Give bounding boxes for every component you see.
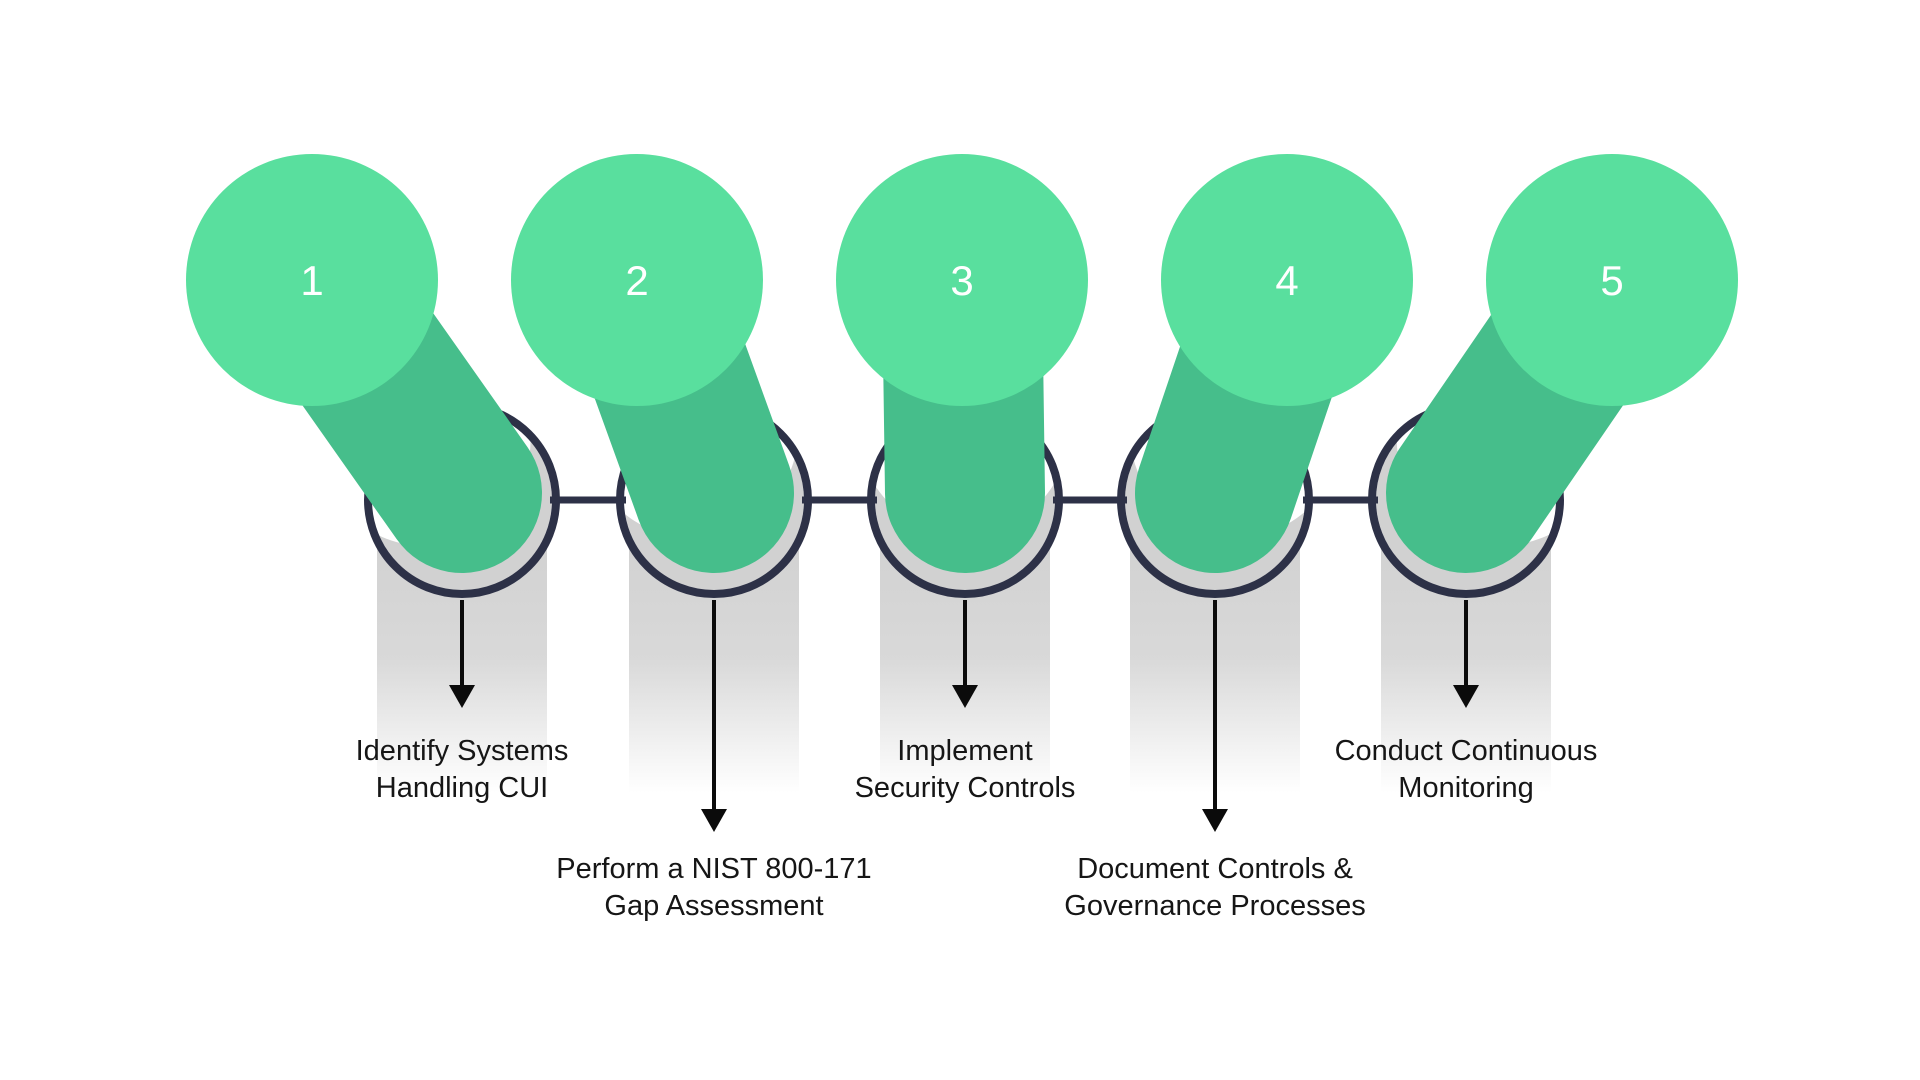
arrow-head-icon [952, 685, 978, 708]
step-number: 5 [1600, 257, 1623, 304]
step-label-line: Gap Assessment [604, 890, 823, 922]
pin-cap [186, 154, 438, 406]
step-label-line: Implement [897, 735, 1032, 767]
arrow-head-icon [1453, 685, 1479, 708]
step-label-line: Governance Processes [1064, 890, 1365, 922]
arrow-head-icon [449, 685, 475, 708]
pin-cap [1486, 154, 1738, 406]
step-label-line: Identify Systems [356, 735, 569, 767]
step-number: 2 [625, 257, 648, 304]
step-number: 4 [1275, 257, 1298, 304]
step-number: 1 [300, 257, 323, 304]
step-label-line: Handling CUI [376, 772, 548, 804]
step-number: 3 [950, 257, 973, 304]
step-label-line: Document Controls & [1077, 853, 1353, 885]
pin-cap [511, 154, 763, 406]
arrow-head-icon [1202, 809, 1228, 832]
pin-cap [836, 154, 1088, 406]
pin-cap [1161, 154, 1413, 406]
step-label-line: Security Controls [855, 772, 1076, 804]
step-label-line: Monitoring [1398, 772, 1533, 804]
step-label-line: Perform a NIST 800-171 [556, 853, 871, 885]
arrow-head-icon [701, 809, 727, 832]
step-label-line: Conduct Continuous [1335, 735, 1598, 767]
